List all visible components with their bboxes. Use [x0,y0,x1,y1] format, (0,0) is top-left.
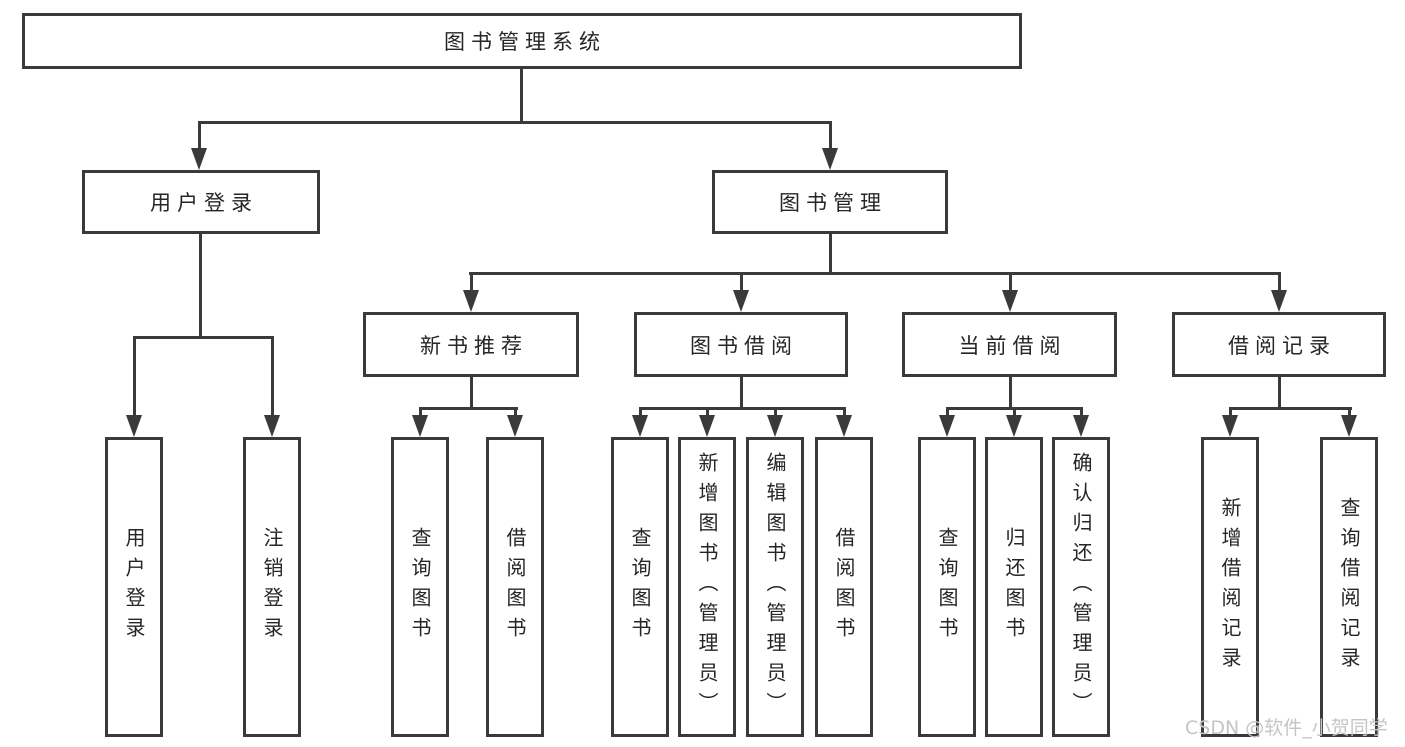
connector-drop [843,407,846,419]
connector-drop [1229,407,1232,419]
node-user-login-label: 用户登录 [150,191,258,215]
arrow-down [939,415,955,437]
connector-drop [1013,407,1016,419]
node-current-borrow-label: 当前借阅 [958,333,1067,358]
connector-drop [1348,407,1351,419]
node-user-login: 用户登录 [82,170,320,234]
arrow-down [632,415,648,437]
connector-drop [198,121,201,151]
connector-bar [469,272,1281,275]
connector-drop [706,407,709,419]
arrow-down [767,415,783,437]
csdn-watermark: CSDN @软件_小贺同学 [1185,717,1388,739]
leaf-book-borrow-0: 查询图书 [611,437,669,737]
leaf-book-borrow-3: 借阅图书 [815,437,873,737]
node-book-borrow-label: 图书借阅 [690,333,798,358]
leaf-label: 新增图书（管理员） [695,452,719,722]
arrow-down [1073,415,1089,437]
leaf-current-borrow-0: 查询图书 [918,437,976,737]
connector-drop [419,407,422,419]
connector-bar [1229,407,1352,410]
node-book-borrow: 图书借阅 [634,312,848,377]
arrow-down [191,148,207,170]
connector-bar [133,336,274,339]
leaf-label: 借阅图书 [503,527,527,647]
leaf-label: 查询图书 [628,527,652,647]
leaf-label: 确认归还（管理员） [1069,452,1093,722]
connector-drop [133,336,136,418]
connector-bar [419,407,518,410]
leaf-label: 注销登录 [260,527,284,647]
node-new-books: 新书推荐 [363,312,579,377]
connector-stem [1278,377,1281,410]
arrow-down [1341,415,1357,437]
leaf-borrow-records-0: 新增借阅记录 [1201,437,1259,737]
arrow-down [1002,290,1018,312]
leaf-label: 查询图书 [935,527,959,647]
connector-stem [520,69,523,124]
connector-drop [514,407,517,419]
leaf-book-borrow-2: 编辑图书（管理员） [746,437,804,737]
arrow-down [1271,290,1287,312]
connector-stem [1009,377,1012,410]
arrow-down [822,148,838,170]
node-root-label: 图书管理系统 [444,30,606,54]
connector-drop [470,272,473,292]
connector-drop [946,407,949,419]
arrow-down [264,415,280,437]
connector-drop [1009,272,1012,292]
connector-drop [1278,272,1281,292]
connector-drop [639,407,642,419]
arrow-down [1222,415,1238,437]
arrow-down [507,415,523,437]
node-borrow-records: 借阅记录 [1172,312,1386,377]
leaf-book-borrow-1: 新增图书（管理员） [678,437,736,737]
leaf-new-books-0: 查询图书 [391,437,449,737]
connector-bar [639,407,846,410]
node-borrow-records-label: 借阅记录 [1228,333,1336,358]
leaf-current-borrow-2: 确认归还（管理员） [1052,437,1110,737]
connector-drop [1080,407,1083,419]
arrow-down [836,415,852,437]
arrow-down [1006,415,1022,437]
leaf-label: 借阅图书 [832,527,856,647]
connector-drop [774,407,777,419]
connector-stem [470,377,473,410]
leaf-user-login-0: 用户登录 [105,437,163,737]
connector-drop [829,121,832,151]
arrow-down [412,415,428,437]
node-book-mgmt-label: 图书管理 [779,191,887,215]
leaf-user-login-1: 注销登录 [243,437,301,737]
connector-bar [198,121,832,124]
leaf-current-borrow-1: 归还图书 [985,437,1043,737]
connector-stem [829,234,832,275]
node-root: 图书管理系统 [22,13,1022,69]
leaf-label: 编辑图书（管理员） [763,452,787,722]
connector-stem [740,377,743,410]
connector-drop [740,272,743,292]
leaf-label: 查询借阅记录 [1337,497,1361,677]
arrow-down [733,290,749,312]
leaf-borrow-records-1: 查询借阅记录 [1320,437,1378,737]
leaf-label: 新增借阅记录 [1218,497,1242,677]
node-new-books-label: 新书推荐 [420,333,528,358]
arrow-down [463,290,479,312]
arrow-down [699,415,715,437]
leaf-new-books-1: 借阅图书 [486,437,544,737]
node-book-mgmt: 图书管理 [712,170,948,234]
leaf-label: 查询图书 [408,527,432,647]
leaf-label: 用户登录 [122,527,146,647]
connector-stem [199,234,202,339]
arrow-down [126,415,142,437]
node-current-borrow: 当前借阅 [902,312,1117,377]
connector-drop [271,336,274,418]
leaf-label: 归还图书 [1002,527,1026,647]
